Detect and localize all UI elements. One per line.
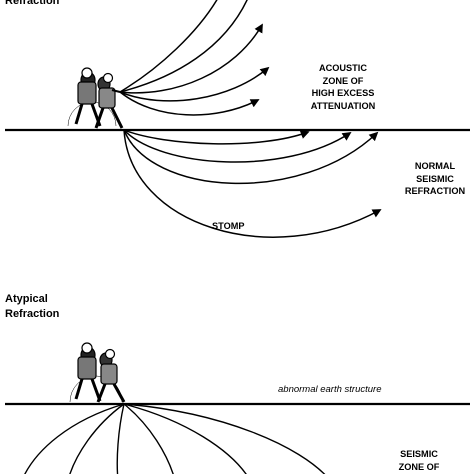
acoustic-rays	[119, 0, 270, 116]
abnormal-structure-label: abnormal earth structure	[278, 384, 382, 395]
bottom-ray-5	[123, 403, 247, 474]
seismic-ray-4	[123, 129, 382, 238]
atypical-title-line2: Refraction	[5, 308, 60, 320]
bottom-ray-4	[123, 403, 174, 474]
acoustic-label-line3: HIGH EXCESS	[311, 88, 375, 98]
stomp-label: STOMP	[212, 221, 245, 231]
normal-refraction-label: NORMAL SEISMIC REFRACTION	[390, 160, 474, 198]
seismic-ray-2	[123, 129, 352, 163]
acoustic-ray-4	[119, 66, 270, 102]
normal-label-line1: NORMAL	[414, 161, 456, 171]
acoustic-label-line4: ATTENUATION	[310, 100, 376, 111]
acoustic-ray-3	[119, 23, 263, 94]
bottom-ray-3	[116, 403, 125, 474]
normal-label-line3: REFRACTION	[404, 186, 466, 196]
seismic-ray-1	[123, 129, 310, 145]
walking-soldiers-icon	[74, 67, 124, 129]
seismic-label-line1: SEISMIC	[400, 449, 438, 459]
seismic-ray-3	[123, 129, 379, 185]
seismic-rays-top	[123, 129, 382, 238]
acoustic-zone-label: ACOUSTIC ZONE OF HIGH EXCESS ATTENUATION	[293, 62, 393, 112]
seismic-label-line2: ZONE OF	[398, 461, 440, 472]
acoustic-ray-2	[119, 0, 248, 93]
acoustic-label-line2: ZONE OF	[322, 75, 364, 86]
bottom-ray-2	[69, 403, 125, 474]
walking-soldiers-icon-bottom	[74, 342, 126, 403]
seismic-rays-bottom	[24, 403, 326, 474]
acoustic-ray-5	[119, 91, 260, 116]
seismic-zone-label: SEISMIC ZONE OF	[374, 448, 464, 473]
acoustic-ray-1	[119, 0, 218, 93]
bottom-ray-1	[24, 403, 125, 474]
bottom-ray-6	[123, 403, 326, 474]
acoustic-label-line1: ACOUSTIC	[319, 63, 367, 73]
atypical-title-line1: Atypical	[5, 293, 48, 305]
typical-title-line2: Refraction	[5, 0, 60, 7]
atypical-title: Atypical Refraction	[5, 292, 59, 322]
normal-label-line2: SEISMIC	[416, 173, 454, 184]
